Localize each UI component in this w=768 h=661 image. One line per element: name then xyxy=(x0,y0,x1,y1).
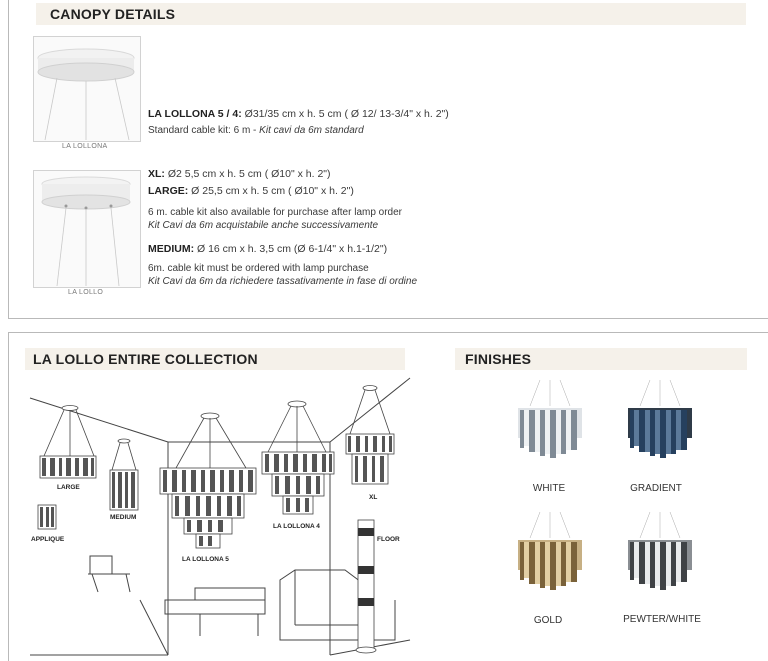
finish-pewter-white-image xyxy=(628,511,692,590)
lollona-dims-line: LA LOLLONA 5 / 4: Ø31/35 cm x h. 5 cm ( … xyxy=(148,107,449,121)
xl-dims: Ø2 5,5 cm x h. 5 cm ( Ø10" x h. 2") xyxy=(167,168,331,180)
finishes-title: FINISHES xyxy=(465,351,532,367)
label-medium: MEDIUM xyxy=(110,514,137,521)
canopy-header: CANOPY DETAILS xyxy=(36,3,746,25)
note2-it: Kit Cavi da 6m da richiedere tassativame… xyxy=(148,276,418,287)
finish-pewter-white-label: PEWTER/WHITE xyxy=(623,614,701,625)
xl-name: XL: xyxy=(148,168,165,180)
note1-it: Kit Cavi da 6m acquistabile anche succes… xyxy=(148,220,379,231)
lollona-cable: Standard cable kit: 6 m - xyxy=(148,125,260,136)
label-large: LARGE xyxy=(57,484,80,491)
label-applique: APPLIQUE xyxy=(31,536,65,543)
note2-it-line: Kit Cavi da 6m da richiedere tassativame… xyxy=(148,275,417,289)
large-line: LARGE: Ø 25,5 cm x h. 5 cm ( Ø10" x h. 2… xyxy=(148,184,354,198)
lollona-cable-it: Kit cavi da 6m standard xyxy=(259,125,364,136)
lollona-caption: LA LOLLONA xyxy=(62,143,108,150)
large-name: LARGE: xyxy=(148,185,189,197)
lollona-dims: Ø31/35 cm x h. 5 cm ( Ø 12/ 13-3/4" x h.… xyxy=(244,108,449,120)
medium-name: MEDIUM: xyxy=(148,243,195,255)
note2: 6m. cable kit must be ordered with lamp … xyxy=(148,263,369,274)
finish-gradient-image xyxy=(628,379,692,458)
xl-line: XL: Ø2 5,5 cm x h. 5 cm ( Ø10" x h. 2") xyxy=(148,167,331,181)
label-lollona4: LA LOLLONA 4 xyxy=(273,523,320,530)
canopy-panel xyxy=(8,0,768,319)
note1: 6 m. cable kit also available for purcha… xyxy=(148,207,403,218)
lollo-caption: LA LOLLO xyxy=(68,289,104,296)
finish-gold-label: GOLD xyxy=(533,615,563,626)
collection-header: LA LOLLO ENTIRE COLLECTION xyxy=(25,348,405,370)
finish-white-image xyxy=(518,379,582,458)
canopy-title: CANOPY DETAILS xyxy=(50,6,176,22)
collection-title: LA LOLLO ENTIRE COLLECTION xyxy=(33,351,258,367)
lollo-canopy-drawing xyxy=(41,176,131,287)
lollona-cable-line: Standard cable kit: 6 m - Kit cavi da 6m… xyxy=(148,124,364,138)
medium-line: MEDIUM: Ø 16 cm x h. 3,5 cm (Ø 6-1/4" x … xyxy=(148,242,387,256)
medium-dims: Ø 16 cm x h. 3,5 cm (Ø 6-1/4" x h.1-1/2"… xyxy=(197,243,388,255)
collection-panel xyxy=(8,332,768,661)
note1-it-line: Kit Cavi da 6m acquistabile anche succes… xyxy=(148,219,378,233)
finish-gradient-label: GRADIENT xyxy=(630,483,682,494)
finishes-header: FINISHES xyxy=(455,348,747,370)
label-xl: XL xyxy=(369,494,378,501)
label-lollona5: LA LOLLONA 5 xyxy=(182,556,229,563)
note1-line: 6 m. cable kit also available for purcha… xyxy=(148,206,402,220)
note2-line: 6m. cable kit must be ordered with lamp … xyxy=(148,262,369,276)
finish-gold-image xyxy=(518,511,582,590)
finish-white-label: WHITE xyxy=(532,483,566,494)
label-floor: FLOOR xyxy=(377,536,400,543)
lollona-canopy-drawing xyxy=(37,48,135,141)
lollona-name: LA LOLLONA 5 / 4: xyxy=(148,108,242,120)
large-dims: Ø 25,5 cm x h. 5 cm ( Ø10" x h. 2") xyxy=(191,185,354,197)
